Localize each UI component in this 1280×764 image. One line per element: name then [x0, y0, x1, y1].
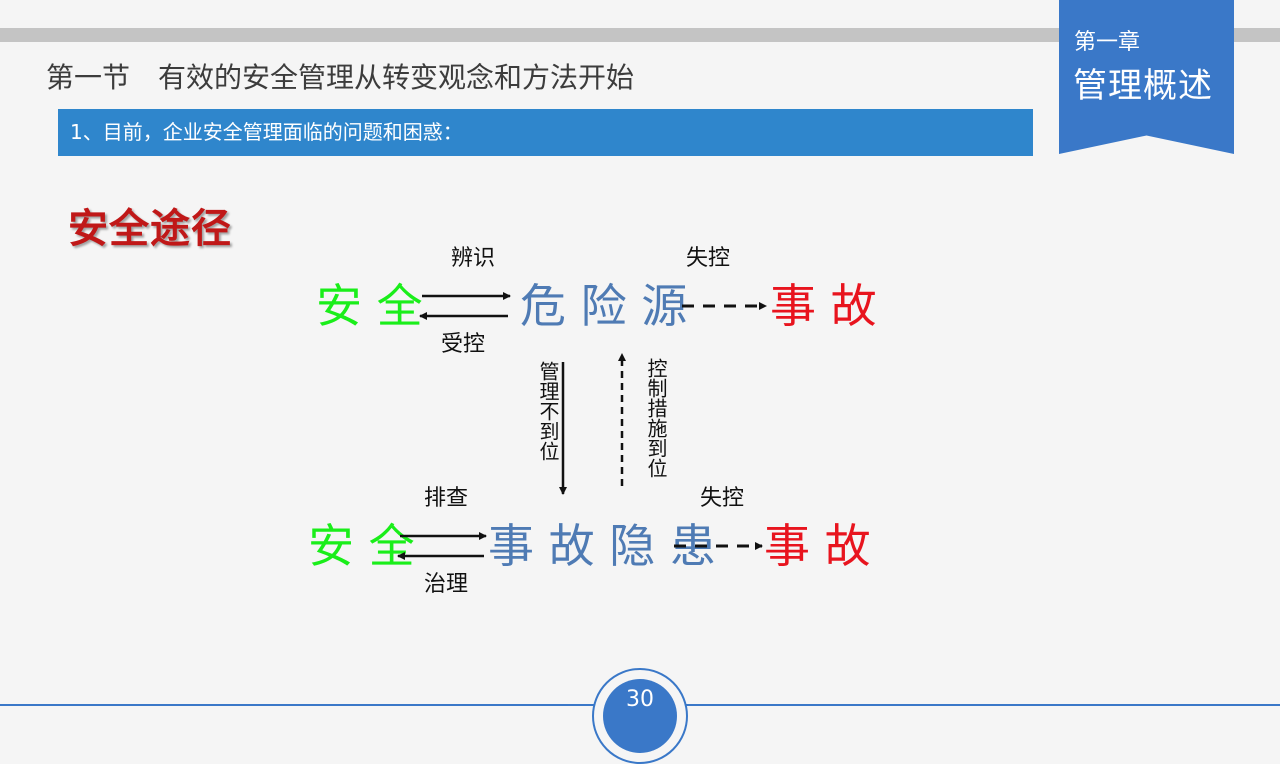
label-management-inadequate: 管理不到位 — [536, 361, 560, 461]
label-controls-in-place: 控制措施到位 — [644, 358, 668, 478]
node-safe-top: 安 全 — [316, 279, 423, 333]
chapter-tab — [1059, 0, 1234, 154]
node-safe-bottom: 安 全 — [308, 519, 415, 573]
label-lost-control-top: 失控 — [686, 246, 731, 271]
label-inspect: 排查 — [424, 486, 469, 511]
subtitle-bar: 1、目前，企业安全管理面临的问题和困惑： — [58, 109, 1033, 156]
label-lost-control-bottom: 失控 — [700, 486, 745, 511]
chapter-title: 管理概述 — [1073, 66, 1213, 106]
label-remediate: 治理 — [424, 572, 469, 597]
node-hazard-source: 危 险 源 — [520, 279, 688, 333]
page-number: 30 — [626, 687, 654, 712]
label-controlled: 受控 — [441, 332, 486, 357]
section-title: 第一节 有效的安全管理从转变观念和方法开始 — [46, 61, 635, 94]
chapter-label: 第一章 — [1074, 30, 1141, 55]
diagram-heading: 安全途径 — [68, 206, 232, 252]
diagram-arrows — [397, 292, 767, 560]
label-identify: 辨识 — [451, 246, 496, 271]
top-band — [0, 28, 1280, 42]
node-accident-bottom: 事 故 — [764, 519, 871, 573]
node-accident-top: 事 故 — [770, 279, 877, 333]
